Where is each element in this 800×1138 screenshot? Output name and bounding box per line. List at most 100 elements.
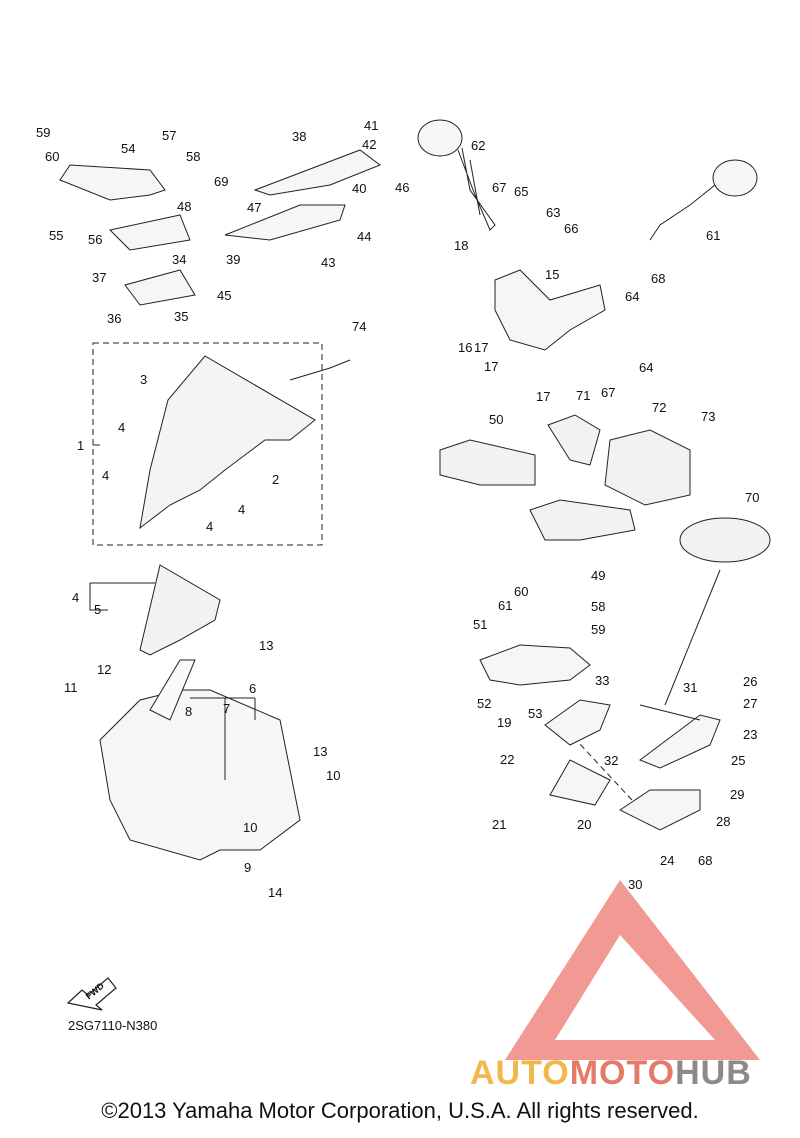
cover-24: [638, 714, 721, 769]
part-callout-72: 72: [652, 400, 666, 415]
part-callout-7: 7: [223, 701, 230, 716]
part-callout-11: 11: [64, 680, 78, 695]
part-callout-4: 4: [118, 420, 125, 435]
automotohub-logo: [505, 880, 760, 1060]
part-callout-48: 48: [177, 199, 191, 214]
fwd-arrow-icon: FWD: [66, 977, 117, 1011]
part-callout-62: 62: [471, 138, 485, 153]
part-callout-3: 3: [140, 372, 147, 387]
part-callout-33: 33: [595, 673, 609, 688]
part-callout-10: 10: [326, 768, 340, 783]
part-callout-20: 20: [577, 817, 591, 832]
part-callout-28: 28: [716, 814, 730, 829]
part-callout-57: 57: [162, 128, 176, 143]
center-panel-part: [253, 149, 382, 196]
meter-cover-part: [59, 164, 166, 201]
part-callout-38: 38: [292, 129, 306, 144]
part-callout-68: 68: [651, 271, 665, 286]
part-callout-21: 21: [492, 817, 506, 832]
drawing-code: 2SG7110-N380: [68, 1018, 158, 1033]
part-callout-41: 41: [364, 118, 378, 133]
part-callout-35: 35: [174, 309, 188, 324]
part-callout-75: 75: [0, 0, 14, 3]
part-callout-67: 67: [601, 385, 615, 400]
part-callout-15: 15: [545, 267, 559, 282]
part-callout-74: 74: [352, 319, 366, 334]
part-callout-25: 25: [731, 753, 745, 768]
part-callout-10: 10: [243, 820, 257, 835]
part-callout-13: 13: [259, 638, 273, 653]
part-callout-1: 1: [77, 438, 84, 453]
part-callout-61: 61: [706, 228, 720, 243]
part-callout-64: 64: [639, 360, 653, 375]
part-callout-60: 60: [514, 584, 528, 599]
duct-71: [679, 517, 771, 563]
part-callout-64: 64: [625, 289, 639, 304]
cowling-part: [99, 689, 301, 861]
part-callout-58: 58: [186, 149, 200, 164]
part-callout-17: 17: [484, 359, 498, 374]
part-callout-44: 44: [357, 229, 371, 244]
part-callout-63: 63: [546, 205, 560, 220]
windshield-part: [139, 355, 316, 530]
mirror-left: [417, 119, 463, 157]
part-callout-60: 60: [45, 149, 59, 164]
part-callout-52: 52: [477, 696, 491, 711]
part-callout-59: 59: [36, 125, 50, 140]
part-callout-17: 17: [536, 389, 550, 404]
part-callout-2: 2: [272, 472, 279, 487]
watermark-text: AUTOMOTOHUB: [470, 1054, 752, 1093]
part-callout-61: 61: [498, 598, 512, 613]
part-callout-9: 9: [244, 860, 251, 875]
part-callout-59: 59: [591, 622, 605, 637]
part-callout-13: 13: [313, 744, 327, 759]
part-callout-65: 65: [514, 184, 528, 199]
part-callout-6: 6: [249, 681, 256, 696]
part-callout-58: 58: [591, 599, 605, 614]
part-callout-46: 46: [395, 180, 409, 195]
part-callout-42: 42: [362, 137, 376, 152]
part-callout-69: 69: [214, 174, 228, 189]
part-callout-49: 49: [591, 568, 605, 583]
part-callout-39: 39: [226, 252, 240, 267]
mirror-right: [712, 159, 758, 197]
part-callout-67: 67: [492, 180, 506, 195]
duct-72: [547, 414, 601, 466]
part-callout-4: 4: [72, 590, 79, 605]
part-callout-8: 8: [185, 704, 192, 719]
part-callout-68: 68: [698, 853, 712, 868]
part-callout-66: 66: [564, 221, 578, 236]
part-callout-29: 29: [730, 787, 744, 802]
part-callout-22: 22: [500, 752, 514, 767]
watermark-moto: MOTO: [569, 1054, 676, 1092]
part-callout-70: 70: [745, 490, 759, 505]
duct-73: [604, 429, 691, 506]
watermark-auto: AUTO: [470, 1054, 570, 1092]
part-callout-54: 54: [121, 141, 135, 156]
cover-52: [479, 644, 591, 686]
duct-50: [529, 499, 636, 541]
part-callout-30: 30: [628, 877, 642, 892]
part-callout-53: 53: [528, 706, 542, 721]
part-callout-24: 24: [660, 853, 674, 868]
part-callout-14: 14: [268, 885, 282, 900]
part-callout-17: 17: [474, 340, 488, 355]
part-callout-36: 36: [107, 311, 121, 326]
part-callout-43: 43: [321, 255, 335, 270]
stay-part: [494, 269, 606, 351]
part-callout-18: 18: [454, 238, 468, 253]
part-callout-26: 26: [743, 674, 757, 689]
part-callout-32: 32: [604, 753, 618, 768]
part-callout-55: 55: [49, 228, 63, 243]
part-callout-51: 51: [473, 617, 487, 632]
part-callout-4: 4: [102, 468, 109, 483]
part-callout-34: 34: [172, 252, 186, 267]
part-callout-23: 23: [743, 727, 757, 742]
duct-51: [439, 439, 536, 486]
copyright-footer: ©2013 Yamaha Motor Corporation, U.S.A. A…: [101, 1098, 699, 1123]
part-callout-27: 27: [743, 696, 757, 711]
windshield-box: [92, 342, 323, 546]
part-callout-12: 12: [97, 662, 111, 677]
part-callout-4: 4: [206, 519, 213, 534]
